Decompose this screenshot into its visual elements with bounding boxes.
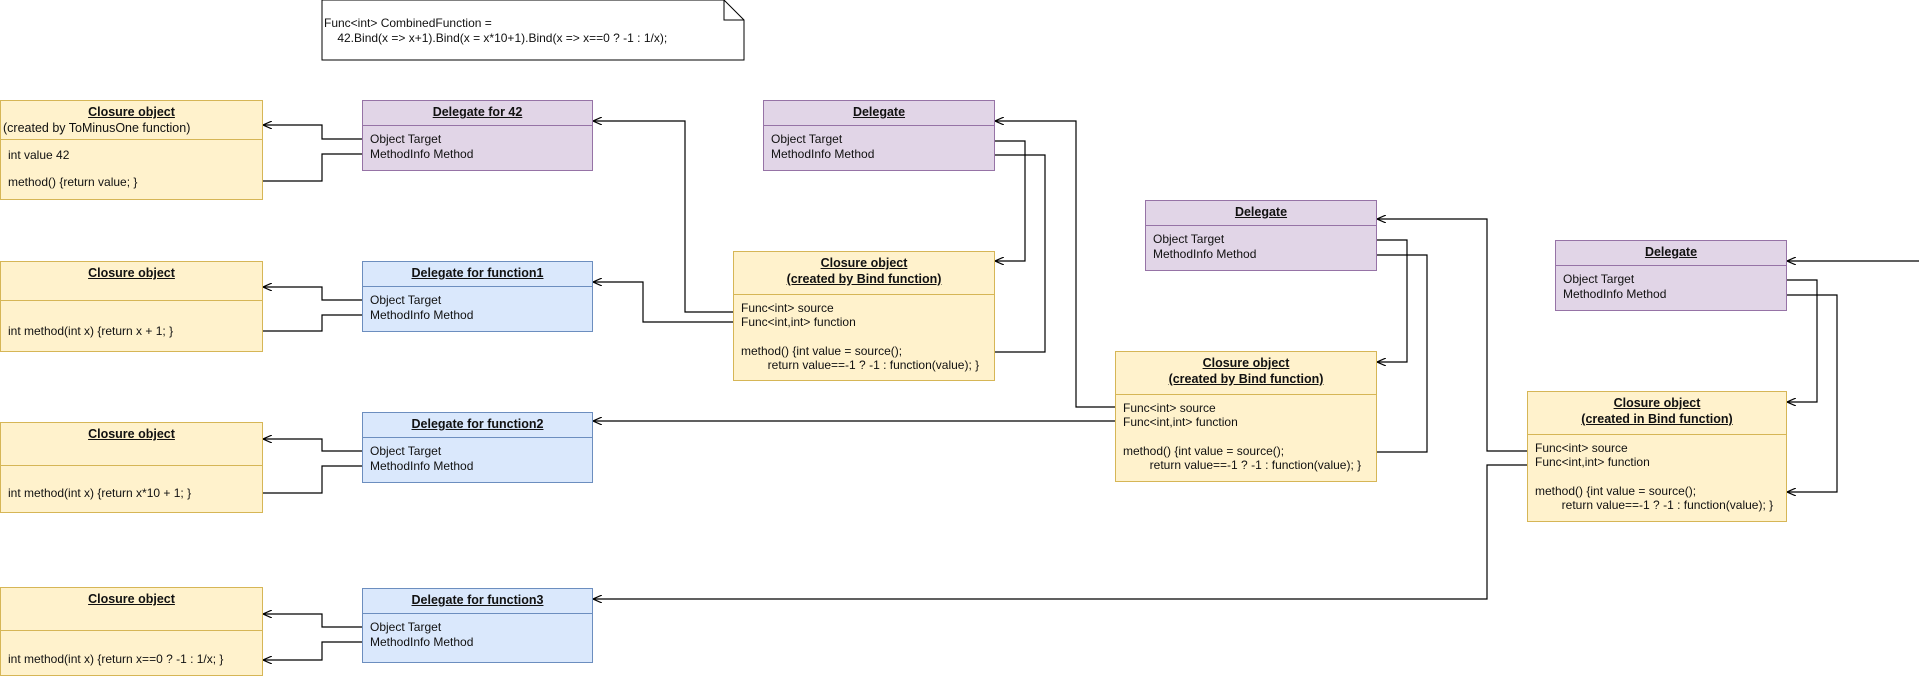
edge-bA-source xyxy=(593,121,733,313)
closure-value-field: int value 42 xyxy=(8,148,70,162)
edge-df1-target xyxy=(263,287,362,301)
delegate-target-field: Object Target xyxy=(370,132,442,146)
edge-bB-source xyxy=(995,121,1115,408)
edge-df2-target xyxy=(263,439,362,452)
delegate-title: Delegate xyxy=(1234,205,1288,219)
delegate-title: Delegate xyxy=(1644,245,1698,259)
delegate-method-field: MethodInfo Method xyxy=(1153,247,1257,261)
closure-subtitle: (created by Bind function) xyxy=(786,272,942,286)
closure-subtitle: (created by Bind function) xyxy=(1168,372,1324,386)
closure-method-line2: return value==-1 ? -1 : function(value);… xyxy=(1535,498,1774,512)
closure-method-line1: method() {int value = source(); xyxy=(1535,484,1697,498)
closure-subtitle: (created in Bind function) xyxy=(1581,412,1733,426)
closure-title: Closure object xyxy=(88,266,175,280)
delegate-title: Delegate xyxy=(852,105,906,119)
edge-d42-target xyxy=(263,125,362,140)
delegate-method-field: MethodInfo Method xyxy=(370,147,474,161)
closure-method-line1: method() {int value = source(); xyxy=(1123,444,1285,458)
closure-subtitle: (created by ToMinusOne function) xyxy=(3,121,191,135)
closure-title: Closure object xyxy=(1202,356,1290,370)
closure-function-field: Func<int,int> function xyxy=(1123,415,1238,429)
delegate-title: Delegate for function2 xyxy=(411,417,544,431)
closure-object-function2: Closure object int method(int x) {return… xyxy=(0,422,263,513)
edge-df3-method xyxy=(263,641,362,660)
delegate-method-field: MethodInfo Method xyxy=(370,459,474,473)
code-note: Func<int> CombinedFunction = 42.Bind(x =… xyxy=(324,16,668,45)
closure-title: Closure object xyxy=(1613,396,1701,410)
note-shape xyxy=(321,0,745,61)
closure-method: int method(int x) {return x==0 ? -1 : 1/… xyxy=(8,652,224,666)
delegate-c: Delegate Object Target MethodInfo Method xyxy=(1555,240,1787,311)
edge-df3-target xyxy=(263,614,362,628)
closure-function-field: Func<int,int> function xyxy=(741,315,856,329)
closure-title: Closure object xyxy=(88,427,175,441)
closure-method-line2: return value==-1 ? -1 : function(value);… xyxy=(741,358,980,372)
delegate-method-field: MethodInfo Method xyxy=(1563,287,1667,301)
delegate-method-field: MethodInfo Method xyxy=(771,147,875,161)
closure-method-line1: method() {int value = source(); xyxy=(741,344,903,358)
closure-source-field: Func<int> source xyxy=(1123,401,1216,415)
delegate-a: Delegate Object Target MethodInfo Method xyxy=(763,100,995,171)
closure-title: Closure object xyxy=(820,256,908,270)
delegate-method-field: MethodInfo Method xyxy=(370,308,474,322)
delegate-for-function3: Delegate for function3 Object Target Met… xyxy=(362,588,593,663)
closure-source-field: Func<int> source xyxy=(741,301,834,315)
delegate-target-field: Object Target xyxy=(1153,232,1225,246)
closure-method: int method(int x) {return x*10 + 1; } xyxy=(8,486,192,500)
bind-closure-object-b: Closure object (created by Bind function)… xyxy=(1115,351,1377,482)
delegate-title: Delegate for function3 xyxy=(411,593,544,607)
delegate-target-field: Object Target xyxy=(370,293,442,307)
delegate-title: Delegate for 42 xyxy=(432,105,523,119)
delegate-method-field: MethodInfo Method xyxy=(370,635,474,649)
closure-title: Closure object xyxy=(88,105,175,119)
closure-source-field: Func<int> source xyxy=(1535,441,1628,455)
edge-bC-source xyxy=(1377,219,1527,452)
closure-object-function3: Closure object int method(int x) {return… xyxy=(0,587,263,676)
closure-function-field: Func<int,int> function xyxy=(1535,455,1650,469)
closure-method: int method(int x) {return x + 1; } xyxy=(8,324,174,338)
bind-closure-object-c: Closure object (created in Bind function)… xyxy=(1527,391,1787,522)
delegate-target-field: Object Target xyxy=(771,132,843,146)
delegate-target-field: Object Target xyxy=(1563,272,1635,286)
bind-closure-object-a: Closure object (created by Bind function)… xyxy=(733,251,995,381)
edge-bA-function xyxy=(593,282,733,323)
delegate-target-field: Object Target xyxy=(370,444,442,458)
delegate-target-field: Object Target xyxy=(370,620,442,634)
delegate-for-function1: Delegate for function1 Object Target Met… xyxy=(362,261,593,332)
delegate-for-function2: Delegate for function2 Object Target Met… xyxy=(362,412,593,483)
edge-bC-function xyxy=(593,464,1527,599)
closure-object-42: Closure object (created by ToMinusOne fun… xyxy=(0,100,263,200)
closure-method-line2: return value==-1 ? -1 : function(value);… xyxy=(1123,458,1362,472)
delegate-b: Delegate Object Target MethodInfo Method xyxy=(1145,200,1377,271)
delegate-title: Delegate for function1 xyxy=(411,266,544,280)
closure-title: Closure object xyxy=(88,592,175,606)
closure-method: method() {return value; } xyxy=(8,175,138,189)
delegate-for-42: Delegate for 42 Object Target MethodInfo… xyxy=(362,100,593,171)
closure-object-function1: Closure object int method(int x) {return… xyxy=(0,261,263,352)
